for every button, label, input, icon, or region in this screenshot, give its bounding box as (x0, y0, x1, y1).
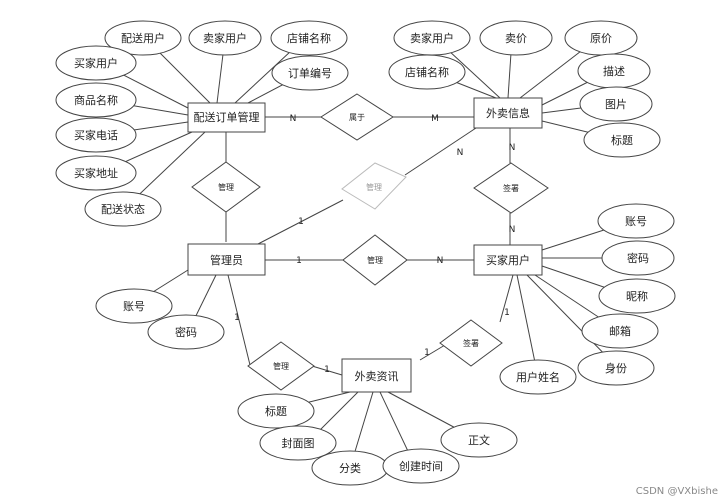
svg-text:外卖信息: 外卖信息 (486, 106, 530, 120)
svg-text:管理: 管理 (367, 255, 383, 265)
attribute-info-shop-name: 店铺名称 (388, 54, 466, 90)
attribute-identity: 身份 (577, 350, 655, 386)
watermark: CSDN @VXbishe (636, 486, 718, 497)
svg-text:买家地址: 买家地址 (74, 166, 118, 180)
svg-text:N: N (509, 225, 516, 235)
svg-text:1: 1 (298, 217, 304, 227)
attribute-cover-image: 封面图 (259, 425, 337, 461)
svg-text:管理: 管理 (273, 361, 289, 371)
svg-text:管理: 管理 (366, 182, 382, 192)
relationship-manage-buyer: 管理 (342, 234, 408, 286)
svg-text:管理员: 管理员 (210, 253, 243, 267)
attribute-original-price: 原价 (564, 20, 638, 56)
svg-text:标题: 标题 (265, 404, 287, 418)
attribute-nickname: 昵称 (598, 278, 676, 314)
relationship-manage-info: 管理 (341, 162, 407, 210)
attribute-real-name: 用户姓名 (499, 359, 577, 395)
svg-text:分类: 分类 (339, 461, 361, 475)
svg-text:描述: 描述 (603, 64, 625, 78)
attribute-description: 描述 (577, 53, 651, 89)
svg-text:店铺名称: 店铺名称 (405, 65, 449, 79)
attribute-admin-password: 密码 (147, 314, 225, 350)
attribute-email: 邮箱 (581, 313, 659, 349)
svg-text:买家电话: 买家电话 (74, 128, 118, 142)
entity-delivery-order: 配送订单管理 (187, 102, 266, 133)
entity-admin: 管理员 (187, 243, 266, 276)
svg-text:账号: 账号 (123, 300, 145, 313)
svg-text:图片: 图片 (605, 98, 627, 111)
attribute-sell-price: 卖价 (479, 20, 553, 56)
svg-text:管理: 管理 (218, 182, 234, 192)
entity-takeout-info: 外卖信息 (473, 97, 543, 129)
svg-text:标题: 标题 (611, 133, 633, 147)
attribute-create-time: 创建时间 (382, 448, 460, 484)
svg-text:1: 1 (324, 365, 330, 375)
svg-text:外卖资讯: 外卖资讯 (355, 370, 399, 383)
svg-text:签署: 签署 (463, 338, 479, 348)
attribute-category: 分类 (311, 450, 389, 486)
svg-text:正文: 正文 (468, 433, 490, 447)
svg-text:商品名称: 商品名称 (74, 93, 118, 107)
svg-text:邮箱: 邮箱 (609, 324, 631, 338)
svg-text:M: M (431, 114, 439, 124)
svg-text:1: 1 (424, 348, 430, 358)
relationship-belongs-to: 属于 (320, 93, 394, 141)
svg-text:封面图: 封面图 (282, 436, 315, 450)
attribute-buyer-account: 账号 (597, 203, 675, 239)
attribute-admin-account: 账号 (95, 288, 173, 324)
svg-text:1: 1 (296, 256, 302, 266)
svg-text:创建时间: 创建时间 (399, 459, 443, 473)
relationship-register-info: 签署 (473, 162, 549, 214)
attribute-buyer-address: 买家地址 (55, 155, 137, 191)
svg-text:密码: 密码 (627, 251, 649, 265)
attribute-image: 图片 (579, 86, 653, 122)
attribute-buyer-phone: 买家电话 (55, 117, 137, 153)
svg-text:配送用户: 配送用户 (121, 31, 165, 45)
svg-text:买家用户: 买家用户 (486, 253, 530, 267)
svg-text:身份: 身份 (605, 361, 627, 375)
attribute-seller-user: 卖家用户 (188, 20, 262, 56)
attribute-info-seller-user: 卖家用户 (393, 20, 471, 56)
attribute-title: 标题 (583, 122, 661, 158)
entity-buyer: 买家用户 (473, 244, 543, 276)
attribute-order-number: 订单编号 (271, 55, 349, 91)
relationship-register-news: 签署 (439, 319, 503, 367)
svg-text:密码: 密码 (175, 325, 197, 339)
svg-text:配送订单管理: 配送订单管理 (194, 110, 260, 124)
svg-text:卖价: 卖价 (505, 32, 527, 45)
svg-text:N: N (437, 256, 444, 266)
svg-text:账号: 账号 (625, 215, 647, 228)
attribute-content: 正文 (440, 422, 518, 458)
svg-text:签署: 签署 (503, 183, 519, 193)
svg-text:卖家用户: 卖家用户 (203, 31, 247, 45)
svg-text:店铺名称: 店铺名称 (287, 31, 331, 45)
svg-text:用户姓名: 用户姓名 (516, 370, 560, 384)
svg-text:1: 1 (504, 308, 510, 318)
svg-text:原价: 原价 (590, 32, 612, 45)
entity-takeout-news: 外卖资讯 (341, 358, 412, 393)
attribute-delivery-status: 配送状态 (84, 191, 162, 227)
attribute-shop-name: 店铺名称 (270, 20, 348, 56)
svg-text:昵称: 昵称 (626, 289, 648, 303)
svg-text:N: N (509, 143, 516, 153)
svg-text:1: 1 (234, 313, 240, 323)
attribute-news-title: 标题 (237, 393, 315, 429)
svg-text:N: N (457, 148, 464, 158)
attribute-product-name: 商品名称 (55, 82, 137, 118)
relationship-manage-news: 管理 (247, 341, 315, 391)
svg-text:订单编号: 订单编号 (288, 66, 332, 80)
cardinality-labels: N M 1 N N N 1 N 1 1 1 1 (234, 114, 515, 375)
svg-text:买家用户: 买家用户 (74, 56, 118, 70)
attribute-delivery-user: 配送用户 (104, 20, 182, 56)
attribute-buyer-user: 买家用户 (55, 45, 137, 81)
svg-text:N: N (290, 114, 297, 124)
svg-text:卖家用户: 卖家用户 (410, 31, 454, 45)
svg-text:属于: 属于 (349, 113, 365, 122)
svg-text:配送状态: 配送状态 (101, 202, 145, 216)
attribute-buyer-password: 密码 (601, 240, 675, 276)
relationship-manage-order: 管理 (191, 161, 261, 213)
